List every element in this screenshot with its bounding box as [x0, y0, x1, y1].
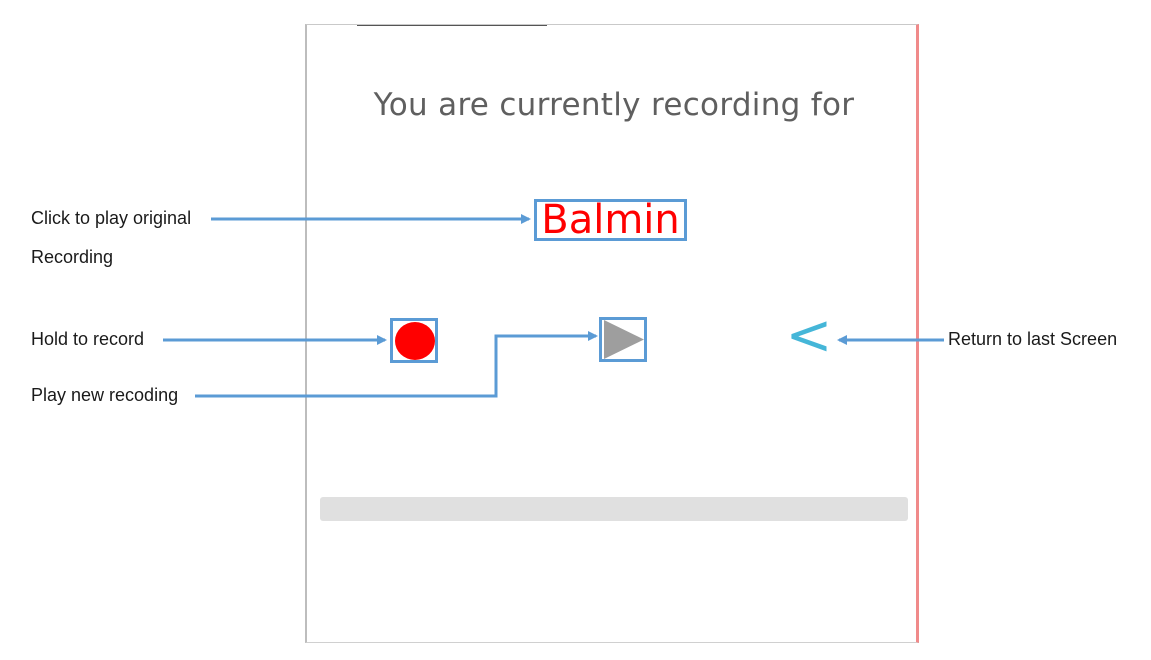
progress-bar — [320, 497, 908, 521]
record-button[interactable] — [390, 318, 438, 363]
annotation-return-last: Return to last Screen — [948, 329, 1118, 349]
annotation-hold-to-record: Hold to record — [31, 329, 145, 349]
screen-title: You are currently recording for — [373, 87, 855, 123]
play-triangle-icon — [604, 320, 644, 359]
play-new-recording-button[interactable] — [599, 317, 647, 362]
app-screen: You are currently recording for Balmin < — [305, 24, 919, 643]
frame-top-edge — [357, 25, 547, 26]
annotation-play-original-line2: Recording — [31, 247, 114, 267]
back-button[interactable]: < — [785, 303, 833, 368]
record-dot-icon — [395, 322, 435, 360]
annotation-play-original-line1: Click to play original — [31, 208, 192, 228]
arrow-play-new — [195, 331, 598, 398]
annotation-play-new: Play new recoding — [31, 385, 179, 405]
play-original-word-button[interactable]: Balmin — [534, 199, 687, 241]
